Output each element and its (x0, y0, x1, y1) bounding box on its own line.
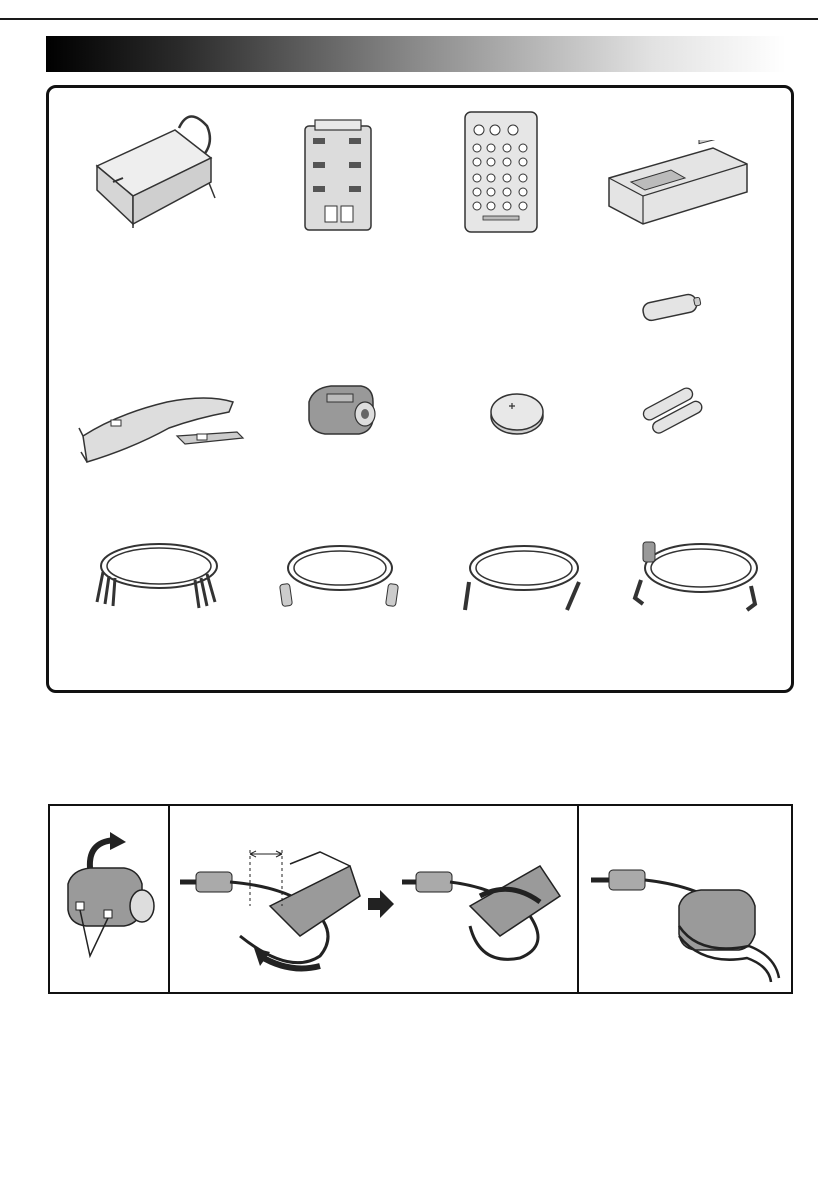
core-filter-closed-on-cable-icon (579, 806, 789, 992)
cable-wrap-into-filter-icon (170, 806, 577, 992)
s-video-cable-icon (275, 528, 405, 618)
core-filter-steps-frame (48, 804, 793, 994)
ac-power-adapter-icon (89, 108, 219, 228)
av-cable-icon (89, 526, 229, 616)
aa-battery-single-icon (637, 288, 707, 328)
accessories-frame (46, 85, 794, 693)
cassette-adapter-icon (601, 140, 751, 240)
remote-control-icon (461, 110, 541, 236)
section-banner (46, 36, 786, 72)
lithium-coin-battery-icon (487, 388, 547, 438)
aaa-batteries-pair-icon (639, 386, 709, 436)
top-rule (0, 18, 818, 20)
core-filter-open-tabs-icon (50, 806, 168, 992)
shoulder-strap-icon (77, 388, 252, 468)
audio-cable-icon (459, 528, 589, 618)
battery-pack-icon (299, 116, 379, 236)
core-filter-icon (303, 380, 383, 440)
editing-cable-icon (629, 524, 769, 620)
